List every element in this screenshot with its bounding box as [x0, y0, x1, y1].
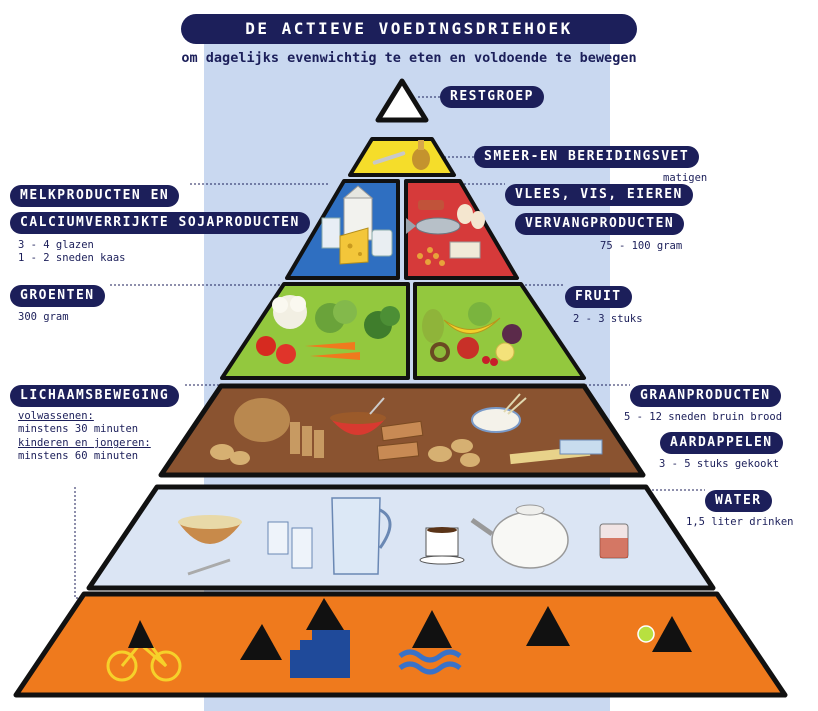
figure-swimmer — [412, 610, 452, 648]
soup-bowl-icon — [178, 515, 242, 576]
cauliflower-icon — [272, 295, 307, 329]
tier-fruit — [413, 282, 586, 380]
fish-icon — [406, 217, 461, 235]
page-subtitle: om dagelijks evenwichtig te eten en vold… — [181, 50, 637, 66]
potato-icon — [210, 439, 480, 467]
plum-icon — [502, 324, 522, 344]
egg-icon — [457, 204, 485, 229]
tier-smeer — [348, 137, 456, 177]
water-glass-icon — [267, 521, 313, 569]
amount-vlees: 75 - 100 gram — [600, 240, 683, 252]
swimming-waves-icon — [398, 649, 462, 675]
tomato-icon — [256, 336, 296, 364]
page-title: DE ACTIEVE VOEDINGSDRIEHOEK — [181, 14, 637, 44]
rice-bowl-icon — [471, 393, 527, 433]
amount-aardappelen: 3 - 5 stuks gekookt — [659, 458, 780, 470]
tier-restgroep — [375, 78, 429, 123]
stairs-icon — [290, 630, 350, 678]
amount-water: 1,5 liter drinken — [686, 516, 794, 528]
label-smeer: SMEER-EN BEREIDINGSVET — [474, 146, 700, 168]
label-restgroep: RESTGROEP — [440, 86, 544, 108]
figure-walker — [240, 624, 282, 660]
label-vlees-2: VERVANGPRODUCTEN — [515, 213, 685, 235]
tier-beweging — [13, 591, 788, 698]
water-glass-icon — [321, 217, 341, 249]
label-fruit: FRUIT — [565, 286, 632, 308]
yogurt-pot-icon — [371, 229, 393, 257]
amount-melk-1: 3 - 4 glazen — [18, 239, 94, 251]
label-aardappelen: AARDAPPELEN — [660, 432, 783, 454]
lettuce-icon — [315, 300, 357, 333]
beweging-adult-amount: minstens 30 minuten — [18, 423, 139, 435]
apple-icon — [457, 302, 492, 359]
broccoli-icon — [364, 306, 400, 339]
butter-knife-icon — [372, 140, 430, 170]
carrot-icon — [305, 342, 360, 360]
cheese-icon — [339, 227, 369, 265]
cereal-bowl-icon — [330, 397, 386, 435]
label-vlees-1: VLEES, VIS, EIEREN — [505, 184, 693, 206]
amount-melk-2: 1 - 2 sneden kaas — [18, 252, 126, 264]
tea-glass-icon — [599, 523, 629, 559]
beweging-adult-label: volwassenen: — [18, 410, 94, 422]
beweging-kids-label: kinderen en jongeren: — [18, 437, 151, 449]
figure-dancer — [526, 606, 570, 646]
bread-icon — [234, 398, 324, 458]
lemon-icon — [495, 342, 515, 362]
teapot-icon — [470, 504, 569, 569]
coffee-cup-icon — [419, 527, 465, 565]
meat-icon — [418, 200, 444, 210]
nuts-icon — [417, 247, 445, 266]
tennis-ball-icon — [637, 625, 655, 643]
amount-fruit: 2 - 3 stuks — [573, 313, 643, 325]
kiwi-icon — [430, 342, 450, 362]
pear-icon — [422, 309, 444, 343]
figure-tennis — [652, 616, 692, 652]
tofu-icon — [449, 241, 481, 259]
tier-water — [86, 484, 716, 591]
amount-graan: 5 - 12 sneden bruin brood — [624, 411, 783, 423]
label-melk-1: MELKPRODUCTEN EN — [10, 185, 180, 207]
label-melk-2: CALCIUMVERRIJKTE SOJAPRODUCTEN — [10, 212, 310, 234]
label-groenten: GROENTEN — [10, 285, 105, 307]
water-jug-icon — [331, 497, 392, 575]
banana-icon — [443, 317, 501, 334]
beweging-kids-amount: minstens 60 minuten — [18, 450, 139, 462]
label-graan: GRAANPRODUCTEN — [630, 385, 781, 407]
label-beweging: LICHAAMSBEWEGING — [10, 385, 180, 407]
amount-groenten: 300 gram — [18, 311, 69, 323]
label-water: WATER — [705, 490, 772, 512]
figure-climber — [306, 598, 344, 630]
crispbread-icon — [376, 420, 424, 461]
pasta-icon — [509, 439, 603, 465]
amount-smeer: matigen — [663, 172, 708, 184]
figure-cyclist — [128, 620, 154, 648]
cherries-icon — [482, 356, 498, 366]
